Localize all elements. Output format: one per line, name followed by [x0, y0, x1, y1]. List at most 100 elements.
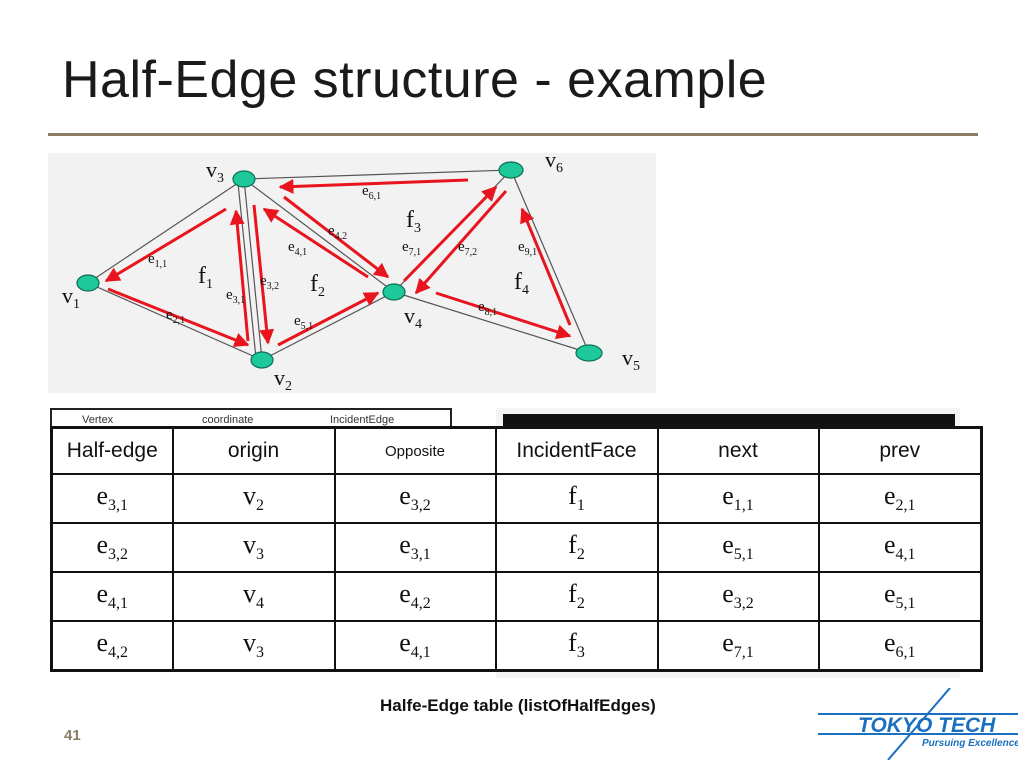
- table-row: e4,1 v4 e4,2 f2 e3,2 e5,1: [50, 571, 983, 622]
- edge-label-e61: e6,1: [362, 183, 381, 202]
- tokyo-tech-logo-mark: TOKYO TECH Pursuing Excellence: [818, 687, 1020, 761]
- cell-prev: e6,1: [817, 620, 983, 672]
- vertex-dots: [76, 161, 603, 369]
- arrow-e71: [402, 185, 498, 283]
- cell-incident-face: f2: [494, 571, 659, 622]
- cell-origin: v3: [171, 620, 336, 672]
- cell-opposite: e4,2: [333, 571, 497, 622]
- edge-v3-v4: [243, 178, 395, 293]
- edge-label-e31: e3,1: [226, 287, 245, 306]
- vertex-dot-v5: [575, 344, 603, 362]
- table-row: e4,2 v3 e4,1 f3 e7,1 e6,1: [50, 620, 983, 672]
- edge-label-e42: e4,2: [328, 223, 347, 242]
- cell-half-edge: e3,1: [50, 473, 174, 524]
- vertex-table-header-incidentedge: IncidentEdge: [330, 414, 395, 426]
- svg-text:TOKYO TECH: TOKYO TECH: [858, 714, 996, 737]
- vertex-label-v6: v6: [545, 153, 563, 176]
- mesh-edges: [87, 169, 590, 361]
- cell-incident-face: f2: [494, 522, 659, 573]
- cell-prev: e2,1: [817, 473, 983, 524]
- vertex-dot-v2: [250, 351, 274, 369]
- cell-next: e5,1: [656, 522, 820, 573]
- cell-prev: e4,1: [817, 522, 983, 573]
- face-label-f2: f2: [310, 271, 325, 300]
- page-number: 41: [64, 727, 81, 744]
- arrow-e72: [414, 190, 508, 295]
- halfedge-table-header-row: Half-edge origin Opposite IncidentFace n…: [50, 426, 983, 475]
- arrow-e32: [252, 204, 275, 345]
- vertex-dot-v6: [498, 161, 524, 179]
- vertex-table-header-vertex: Vertex: [82, 414, 114, 426]
- face-label-f1: f1: [198, 263, 213, 292]
- cell-origin: v2: [171, 473, 336, 524]
- edge-v1-v3: [87, 178, 245, 284]
- face-label-f3: f3: [406, 207, 421, 236]
- header-incident-face: IncidentFace: [494, 426, 659, 475]
- arrow-e61: [278, 178, 469, 194]
- vertex-label-v4: v4: [404, 303, 422, 332]
- arrow-e42: [283, 195, 390, 279]
- edge-label-e51: e5,1: [294, 313, 313, 332]
- slide-title: Half-Edge structure - example: [62, 51, 768, 109]
- vertex-dot-v4: [382, 283, 406, 301]
- edge-v6-v5: [510, 169, 590, 354]
- edge-v1-v2: [87, 282, 263, 361]
- arrow-e81: [435, 291, 572, 340]
- cell-next: e3,2: [656, 571, 820, 622]
- vertex-label-v5: v5: [622, 345, 640, 374]
- vertex-label-v3: v3: [206, 157, 224, 186]
- tokyo-tech-logo: TOKYO TECH Pursuing Excellence: [818, 687, 1020, 761]
- header-origin: origin: [171, 426, 336, 475]
- header-half-edge: Half-edge: [50, 426, 174, 475]
- table-caption: Halfe-Edge table (listOfHalfEdges): [380, 696, 656, 715]
- halfedge-table: Half-edge origin Opposite IncidentFace n…: [50, 426, 983, 672]
- vertex-label-v2: v2: [274, 365, 292, 393]
- arrow-e51: [277, 291, 380, 347]
- edge-v4-v5: [393, 291, 590, 354]
- edge-label-e11: e1,1: [148, 251, 167, 270]
- mesh-svg: v1 v2 v3 v4 v5 v6 f1 f2 f3 f4 e1,1 e2,1 …: [62, 153, 640, 393]
- edge-label-e32: e3,2: [260, 273, 279, 292]
- arrow-e11: [104, 207, 227, 283]
- cell-incident-face: f1: [494, 473, 659, 524]
- vertex-table-header-coordinate: coordinate: [202, 414, 254, 426]
- arrow-e21: [107, 287, 250, 347]
- edge-label-e41: e4,1: [288, 239, 307, 258]
- arrow-e91: [520, 207, 572, 326]
- cell-opposite: e3,2: [333, 473, 497, 524]
- cell-half-edge: e3,2: [50, 522, 174, 573]
- edge-label-e72: e7,2: [458, 239, 477, 258]
- edge-label-e71: e7,1: [402, 239, 421, 258]
- vertex-dot-v1: [76, 274, 100, 292]
- edge-v2-v4: [261, 291, 395, 361]
- edge-label-e91: e9,1: [518, 239, 537, 258]
- cell-half-edge: e4,2: [50, 620, 174, 672]
- cell-next: e7,1: [656, 620, 820, 672]
- cell-origin: v3: [171, 522, 336, 573]
- cell-next: e1,1: [656, 473, 820, 524]
- svg-text:Pursuing Excellence: Pursuing Excellence: [922, 738, 1018, 749]
- edge-label-e21: e2,1: [166, 307, 185, 326]
- vertex-dot-v3: [232, 170, 256, 188]
- header-next: next: [656, 426, 820, 475]
- half-edge-arrows: [104, 178, 572, 347]
- arrow-e41: [262, 207, 369, 279]
- cell-opposite: e3,1: [333, 522, 497, 573]
- arrow-e31: [229, 209, 250, 342]
- vertex-label-v1: v1: [62, 283, 80, 312]
- edge-v3-v2: [243, 178, 263, 361]
- cell-origin: v4: [171, 571, 336, 622]
- table-row: e3,2 v3 e3,1 f2 e5,1 e4,1: [50, 522, 983, 573]
- cell-prev: e5,1: [817, 571, 983, 622]
- mesh-diagram: v1 v2 v3 v4 v5 v6 f1 f2 f3 f4 e1,1 e2,1 …: [48, 153, 656, 393]
- edge-v3-v6: [243, 169, 512, 180]
- edge-label-e81: e8,1: [478, 299, 497, 318]
- title-divider: [48, 133, 978, 136]
- face-label-f4: f4: [514, 269, 529, 298]
- cell-incident-face: f3: [494, 620, 659, 672]
- cell-half-edge: e4,1: [50, 571, 174, 622]
- cell-opposite: e4,1: [333, 620, 497, 672]
- table-row: e3,1 v2 e3,2 f1 e1,1 e2,1: [50, 473, 983, 524]
- header-prev: prev: [817, 426, 983, 475]
- header-opposite: Opposite: [333, 426, 497, 475]
